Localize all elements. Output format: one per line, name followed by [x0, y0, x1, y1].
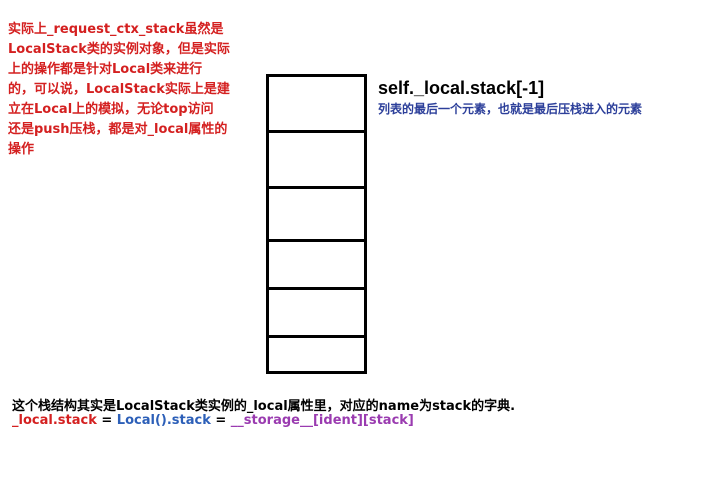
- stack-cell-4: [269, 239, 364, 287]
- equation-operator: =: [96, 413, 117, 428]
- equation-term-storage: __storage__[ident][stack]: [230, 413, 414, 428]
- stack-top-caption: 列表的最后一个元素，也就是最后压栈进入的元素: [378, 102, 643, 116]
- stack-cell-5: [269, 287, 364, 335]
- stack-cell-6: [269, 335, 364, 371]
- annotation-text: 实际上_request_ctx_stack虽然是 LocalStack类的实例对…: [8, 22, 230, 157]
- equation-term-local-stack: _local.stack: [12, 413, 97, 428]
- equation-term-local-call: Local().stack: [116, 413, 211, 428]
- equation-operator: =: [210, 413, 231, 428]
- stack-cell-2: [269, 130, 364, 186]
- stack-top-label: self._local.stack[-1]: [378, 78, 545, 98]
- equation-line: _local.stack = Local().stack = __storage…: [12, 413, 414, 428]
- summary-text: 这个栈结构其实是LocalStack类实例的_local属性里，对应的name为…: [12, 399, 516, 414]
- stack-diagram: [266, 74, 367, 374]
- stack-cell-3: [269, 186, 364, 239]
